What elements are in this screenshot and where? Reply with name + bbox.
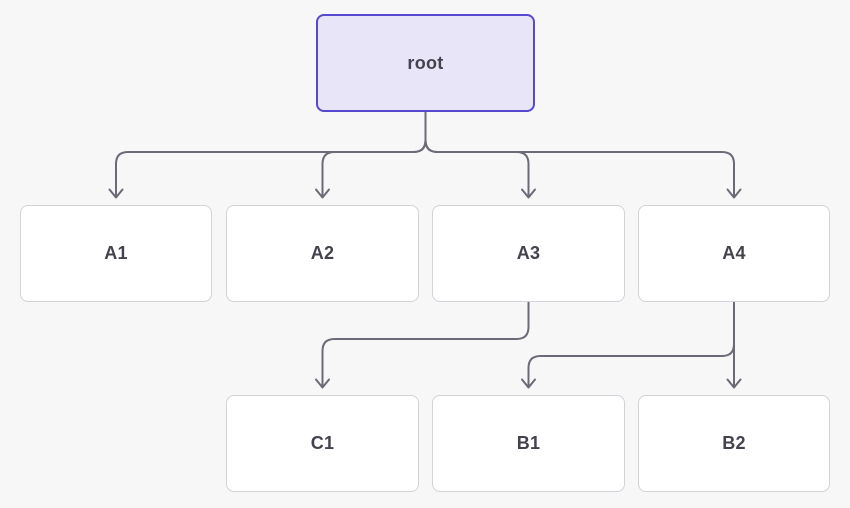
arrowhead-root-a3 [521, 188, 536, 199]
arrowhead-root-a2 [315, 188, 330, 199]
node-a4-label: A4 [722, 243, 746, 263]
node-b1[interactable]: B1 [432, 395, 625, 492]
node-a1-label: A1 [104, 243, 128, 263]
edge-a4-b1 [527, 301, 735, 388]
node-a4[interactable]: A4 [638, 205, 830, 302]
node-a2[interactable]: A2 [226, 205, 419, 302]
arrowhead-root-a4 [726, 188, 742, 199]
arrowhead-root-a1 [108, 188, 124, 199]
node-c1[interactable]: C1 [226, 395, 419, 492]
node-c1-label: C1 [310, 433, 335, 453]
node-root-label: root [407, 52, 444, 73]
edge-root-a2 [321, 111, 427, 198]
node-a2-label: A2 [310, 243, 335, 263]
edge-a3-c1 [321, 301, 530, 388]
node-b2-label: B2 [722, 433, 746, 453]
arrowhead-a3-c1 [315, 378, 330, 389]
edge-root-a3 [424, 111, 530, 198]
node-a3-label: A3 [516, 243, 541, 263]
edge-root-a4 [424, 111, 735, 198]
arrowhead-a4-b2 [726, 378, 742, 389]
node-a3[interactable]: A3 [432, 205, 625, 302]
node-root[interactable]: root [316, 14, 535, 112]
edge-root-a1 [115, 111, 427, 198]
node-b1-label: B1 [516, 433, 541, 453]
node-a1[interactable]: A1 [20, 205, 212, 302]
node-b2[interactable]: B2 [638, 395, 830, 492]
arrowhead-a4-b1 [521, 378, 536, 389]
